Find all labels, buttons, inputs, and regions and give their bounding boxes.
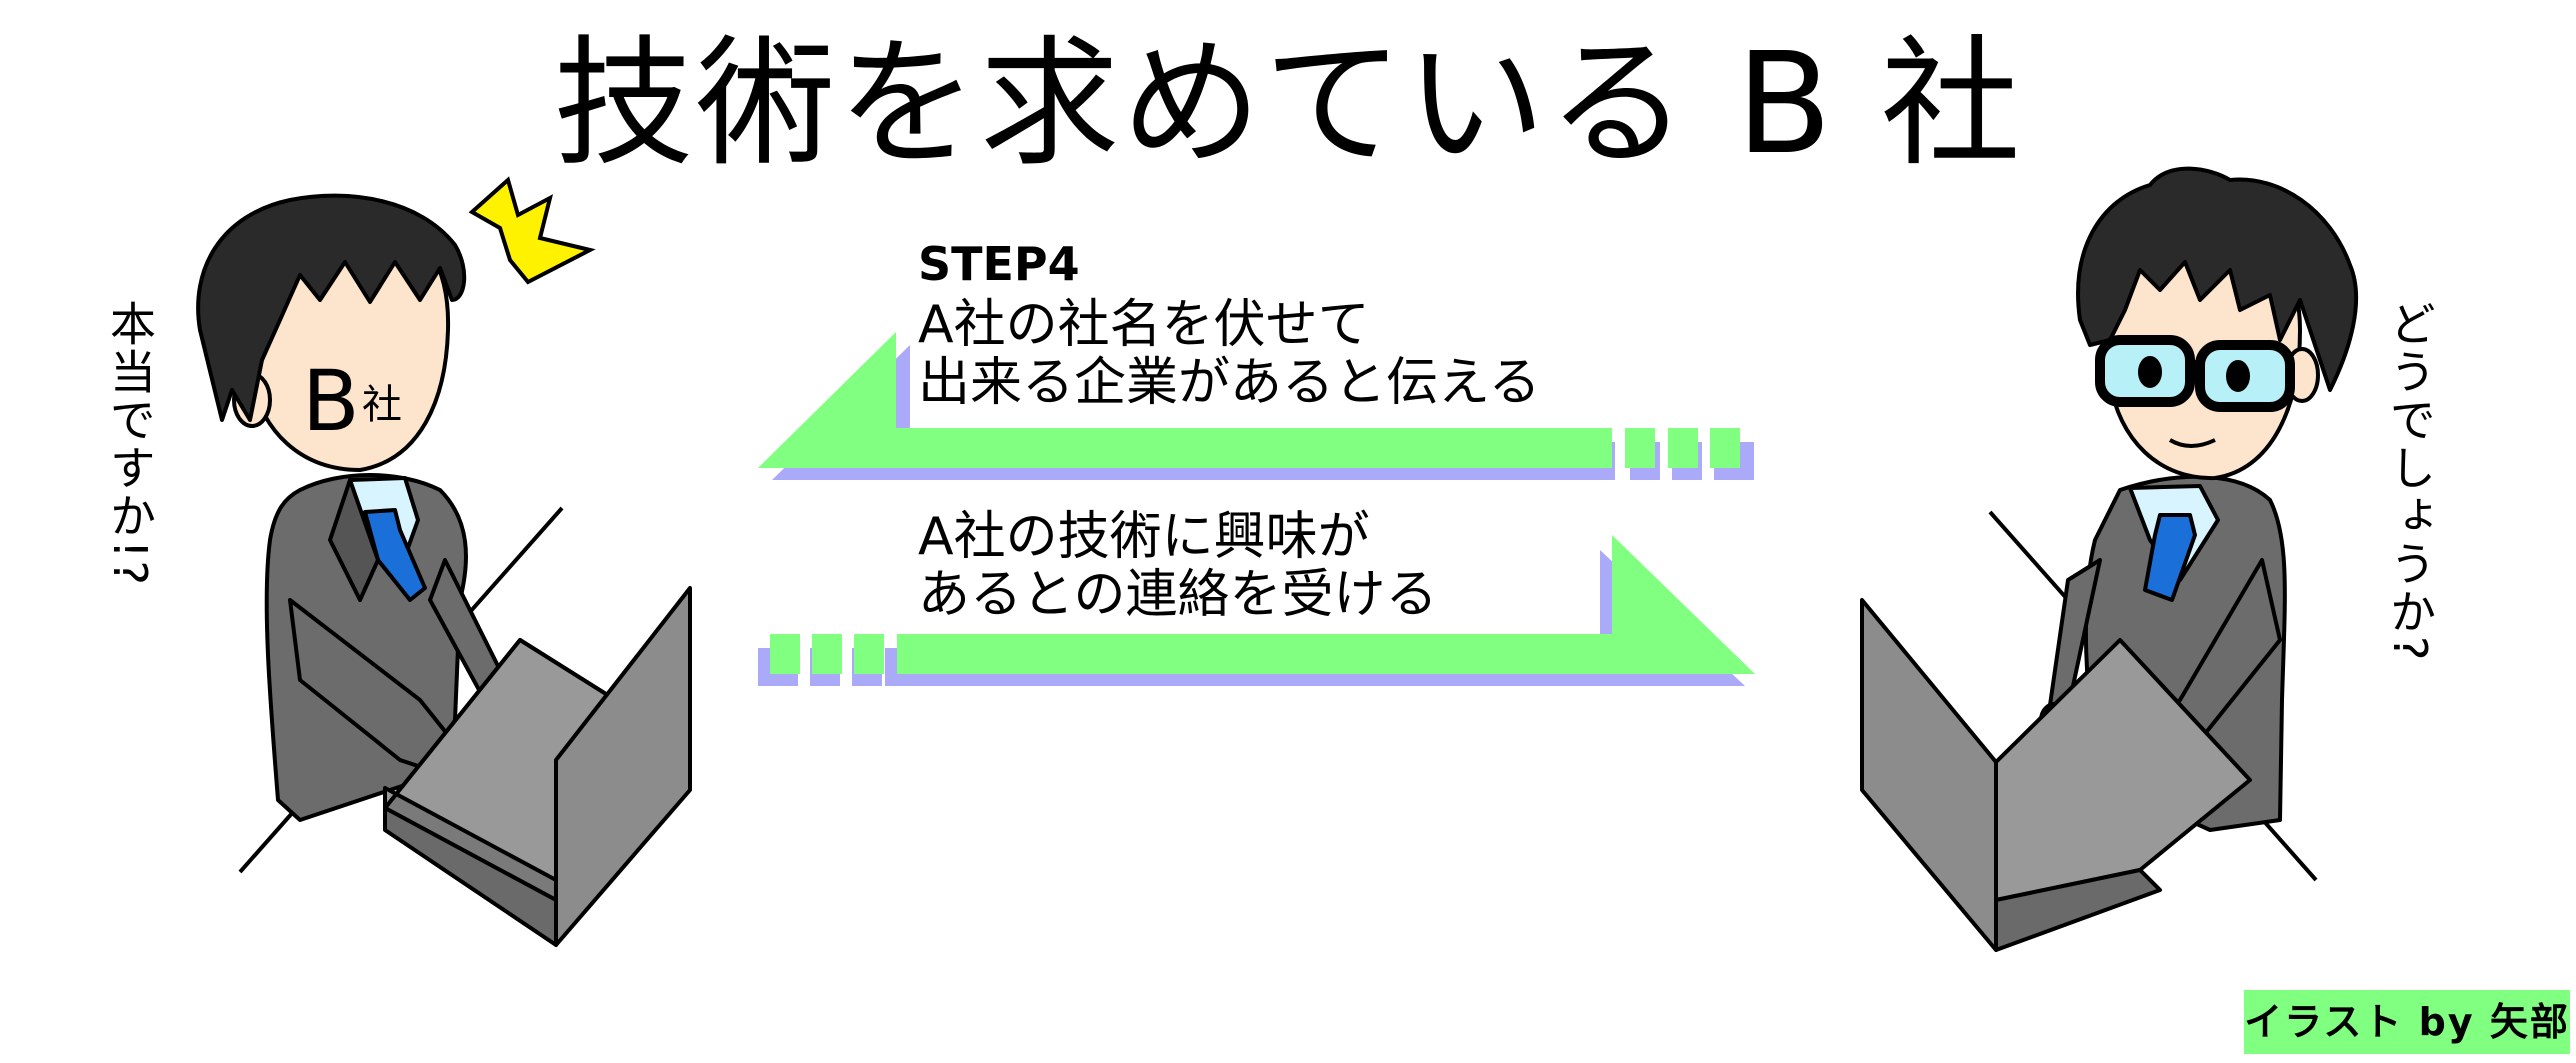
page-title: 技術を求めている B 社	[553, 23, 2023, 186]
right-hair	[2076, 166, 2359, 392]
left-person	[196, 193, 564, 874]
right-speech: どうでしょうか?	[2383, 300, 2437, 663]
right-mouth	[2168, 438, 2216, 448]
credit-badge: イラスト by 矢部	[2244, 990, 2570, 1054]
left-lapel	[328, 478, 380, 602]
left-badge-small: 社	[362, 382, 402, 428]
arrow-left-body	[758, 332, 1612, 468]
left-speech: 本当ですか!?	[103, 300, 157, 587]
arrow-right-body	[897, 535, 1755, 674]
left-hair	[196, 193, 467, 422]
arrow-right-dash-2	[812, 634, 842, 674]
right-eye-right	[2226, 360, 2250, 392]
right-laptop-edge	[1994, 868, 2162, 952]
right-tie	[2143, 513, 2197, 602]
arrow-right	[758, 535, 1755, 686]
left-laptop-screen	[554, 586, 692, 947]
left-badge-letter: B	[302, 352, 360, 450]
arrow-left	[758, 332, 1754, 480]
right-laptop	[1860, 598, 2252, 952]
right-laptop-screen	[1860, 598, 1998, 952]
arrow-left-dash-2	[1668, 428, 1698, 468]
step-label: STEP4	[918, 237, 1080, 291]
message-top: A社の社名を伏せて 出来る企業があると伝える	[918, 295, 1541, 413]
arrow-right-dash-3	[854, 634, 884, 674]
message-bottom: A社の技術に興味が あるとの連絡を受ける	[918, 507, 1438, 625]
arrow-right-dash-1	[770, 634, 800, 674]
right-laptop-base	[1994, 638, 2252, 902]
surprise-mark	[468, 176, 596, 285]
arrow-left-dash-1	[1625, 428, 1655, 468]
left-laptop-edge	[383, 806, 558, 947]
right-eye-left	[2138, 356, 2162, 388]
left-laptop	[383, 586, 692, 947]
arrow-left-dash-3	[1710, 428, 1740, 468]
